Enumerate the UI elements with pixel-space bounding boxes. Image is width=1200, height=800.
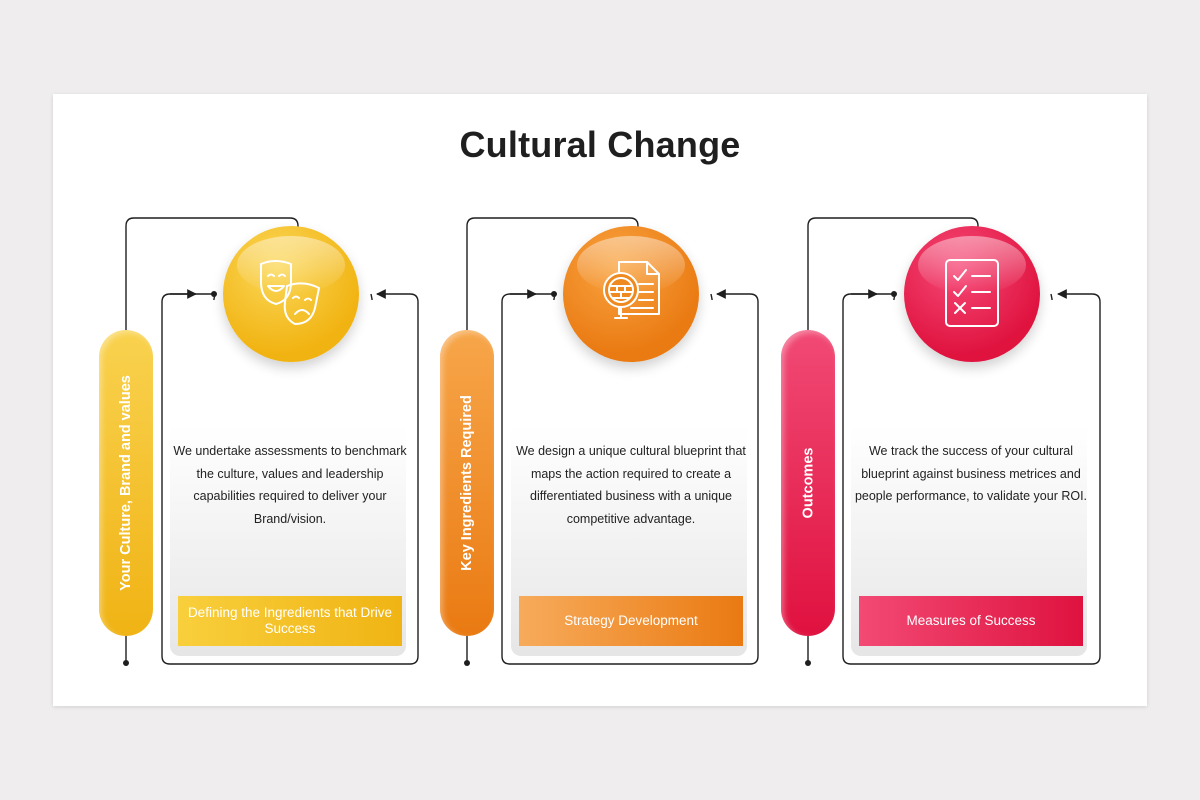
theater-masks-icon	[260, 260, 320, 325]
step-description: We track the success of your cultural bl…	[854, 444, 1088, 504]
step-circle	[904, 226, 1040, 362]
step-circle	[563, 226, 699, 362]
step-pill	[99, 330, 153, 636]
step-circle	[223, 226, 359, 362]
step-column-3: We track the success of your cultural bl…	[0, 0, 1087, 800]
step-pill	[440, 330, 494, 636]
step-banner: Measures of Success	[859, 596, 1083, 646]
step-description: We undertake assessments to benchmark th…	[173, 444, 407, 527]
step-banner: Defining the Ingredients that Drive Succ…	[178, 596, 402, 646]
checklist-icon	[945, 259, 999, 327]
step-pill-label: Key Ingredients Required	[459, 395, 475, 571]
step-banner: Strategy Development	[519, 596, 743, 646]
step-column-2: We design a unique cultural blueprint th…	[0, 0, 747, 800]
step-description: We design a unique cultural blueprint th…	[516, 444, 746, 527]
step-pill	[781, 330, 835, 636]
blueprint-magnifier-icon	[603, 261, 660, 319]
step-pill-label: Outcomes	[800, 447, 817, 519]
page-title: Cultural Change	[459, 124, 741, 165]
step-column-1: We undertake assessments to benchmark th…	[0, 0, 407, 800]
